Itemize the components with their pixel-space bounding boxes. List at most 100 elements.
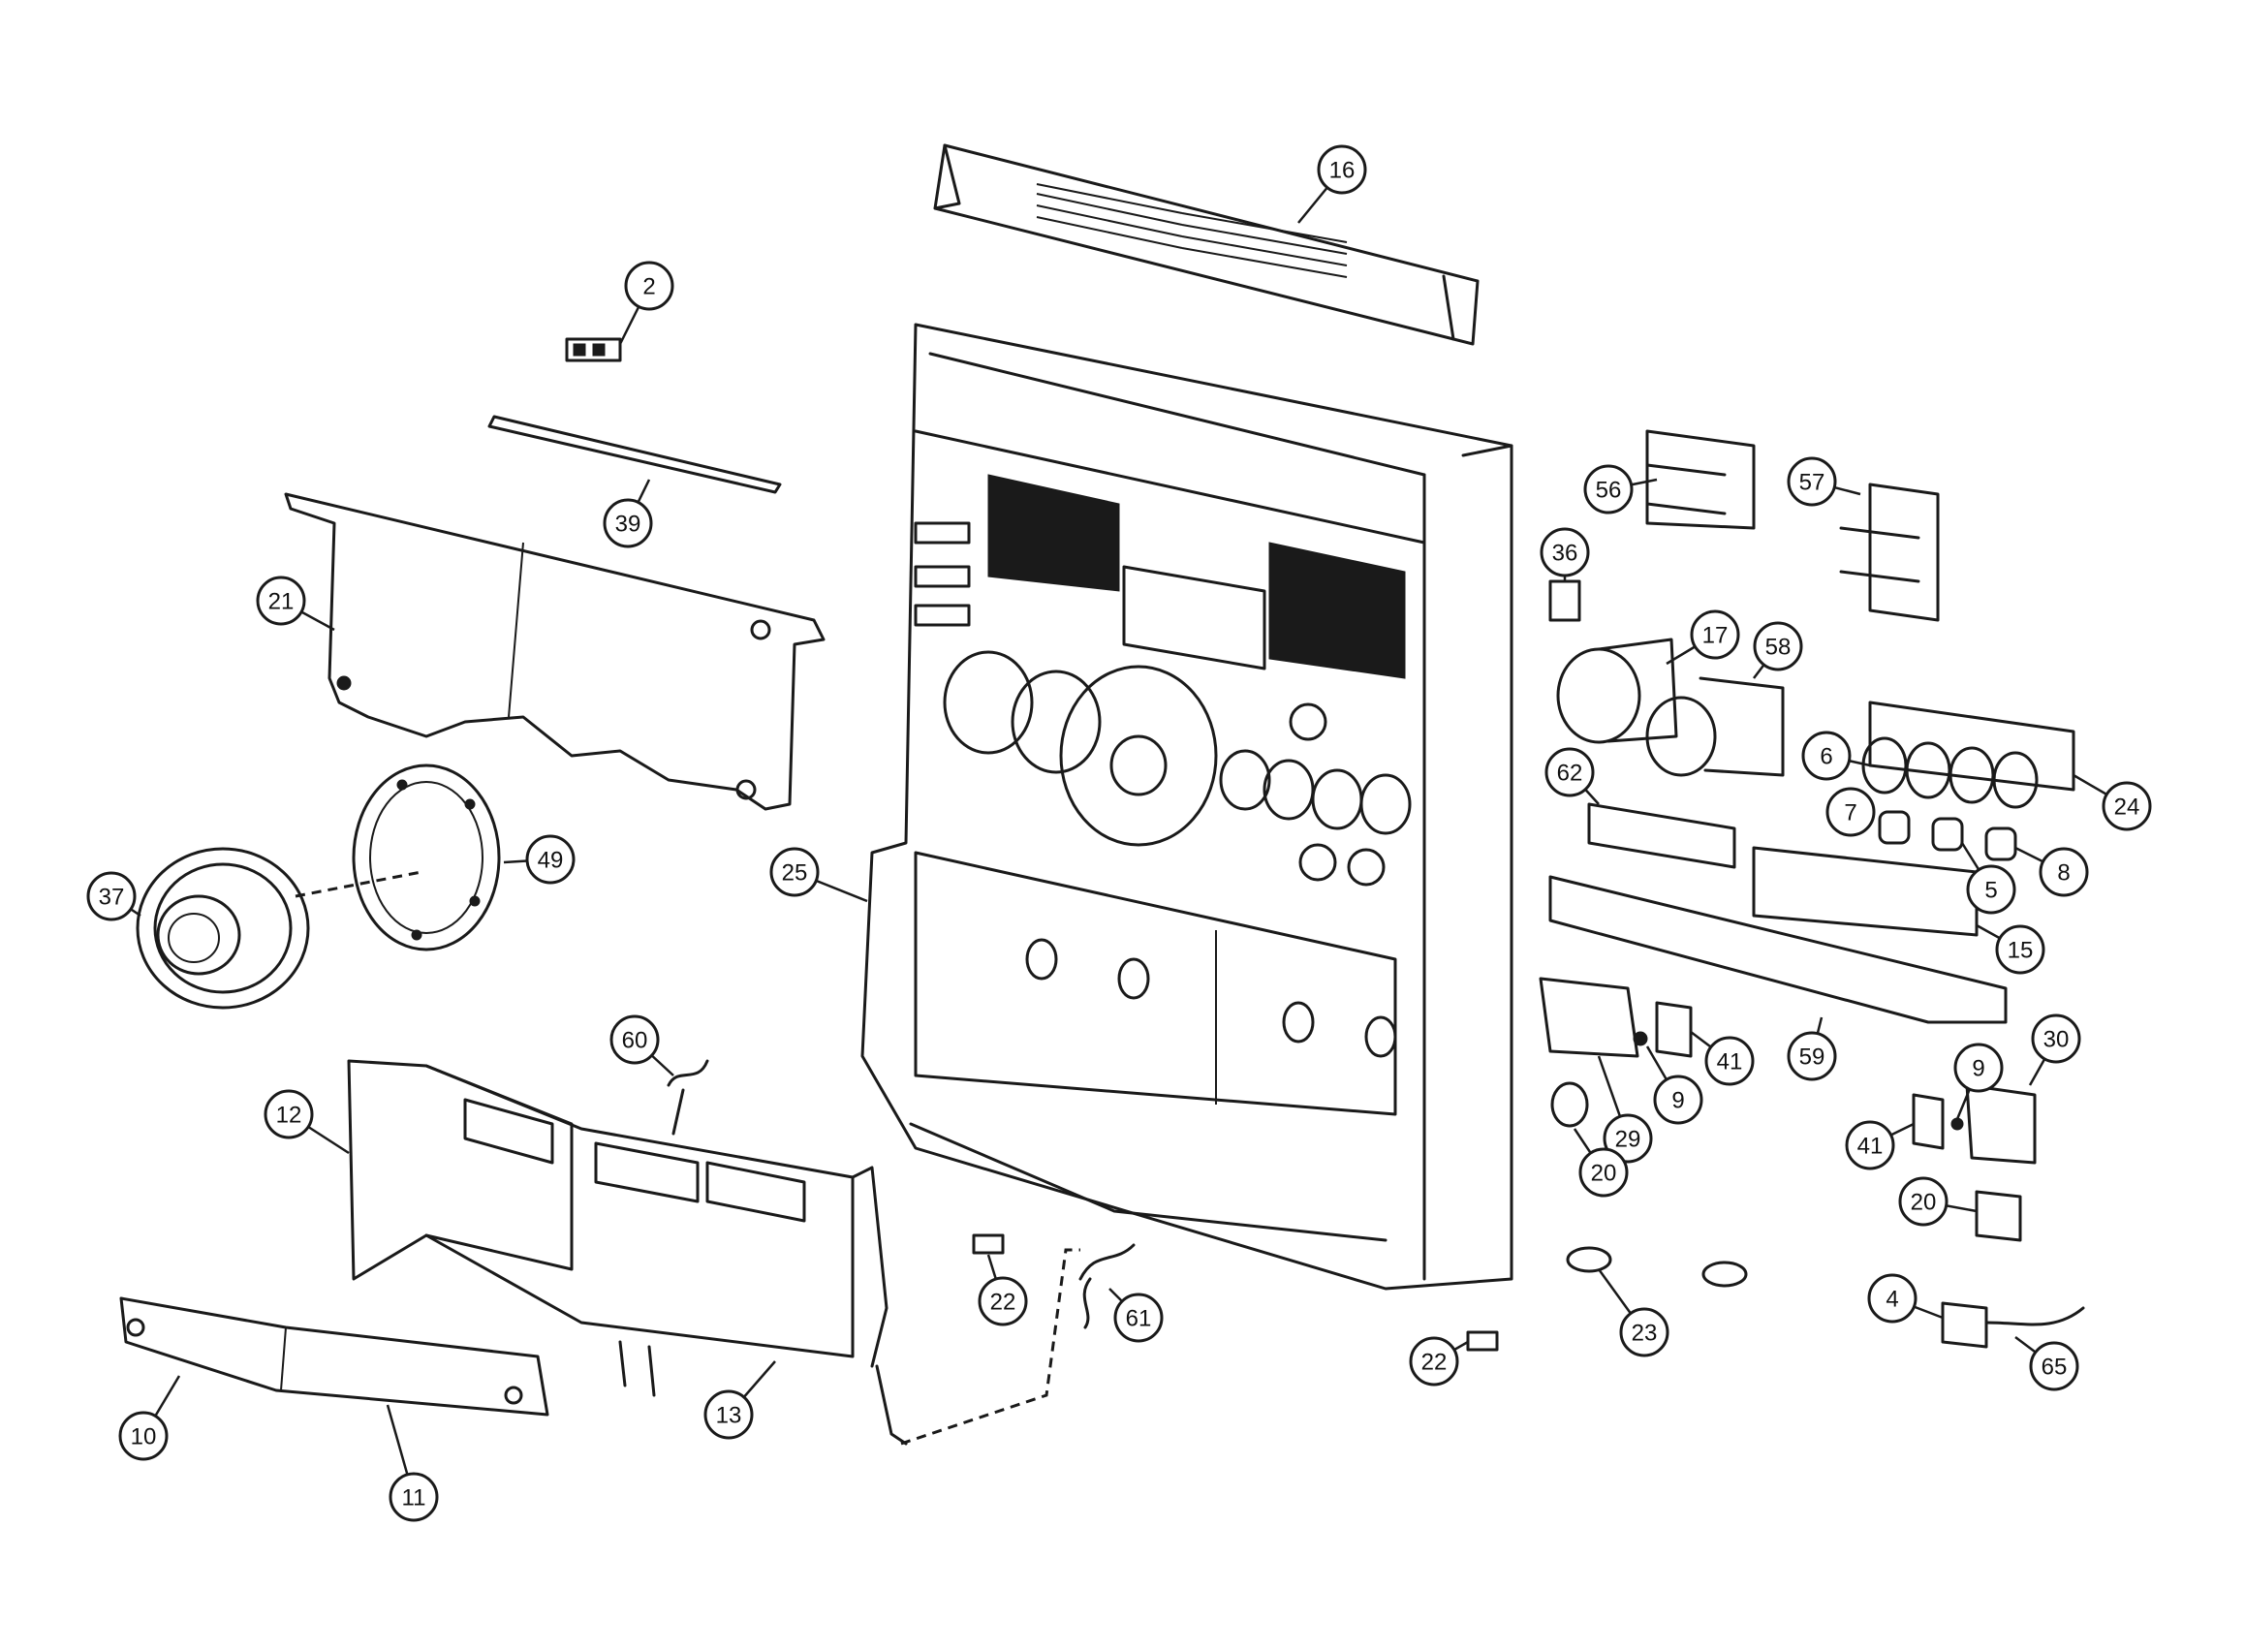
callout-56: 56 bbox=[1583, 464, 1658, 514]
callout-9: 9 bbox=[1645, 1045, 1703, 1125]
part-board-30 bbox=[1965, 1083, 2037, 1165]
part-disc-23b bbox=[1701, 1261, 1748, 1288]
callout-circle bbox=[2039, 847, 2089, 897]
part-bracket-41b bbox=[1912, 1093, 1945, 1150]
callout-circle bbox=[609, 1014, 660, 1065]
callout-circle bbox=[1753, 621, 1803, 671]
callout-number: 25 bbox=[782, 860, 808, 887]
callout-circle bbox=[1966, 864, 2016, 915]
callout-22: 22 bbox=[1409, 1336, 1469, 1387]
callout-circle bbox=[1544, 747, 1595, 797]
callout-circle bbox=[1653, 1075, 1703, 1125]
callout-7: 7 bbox=[1825, 787, 1876, 837]
part-bracket-41 bbox=[1655, 1001, 1693, 1058]
callout-circle bbox=[1113, 1293, 1164, 1343]
callout-number: 58 bbox=[1765, 635, 1792, 661]
part-jack-20b bbox=[1975, 1190, 2022, 1242]
callout-circle bbox=[1953, 1043, 2004, 1093]
callout-circle bbox=[2029, 1341, 2079, 1391]
callout-36: 36 bbox=[1540, 527, 1590, 581]
callout-number: 37 bbox=[99, 885, 125, 911]
callout-number: 24 bbox=[2114, 795, 2140, 821]
part-knob-ring bbox=[352, 764, 501, 951]
callout-58: 58 bbox=[1753, 621, 1803, 679]
callout-number: 29 bbox=[1615, 1127, 1641, 1153]
assembly-guide-line-2 bbox=[900, 1248, 1080, 1446]
callout-circle bbox=[1690, 609, 1740, 660]
callout-circle bbox=[1995, 924, 2045, 975]
callout-59: 59 bbox=[1787, 1016, 1837, 1081]
callout-circle bbox=[1583, 464, 1634, 514]
callout-41: 41 bbox=[1845, 1120, 1915, 1170]
part-foot-22 bbox=[972, 1233, 1005, 1255]
callout-number: 59 bbox=[1799, 1044, 1825, 1071]
part-cap-7b bbox=[1878, 810, 1911, 845]
part-spring-60 bbox=[667, 1059, 709, 1136]
callout-circle bbox=[86, 871, 137, 921]
callout-number: 60 bbox=[622, 1028, 648, 1054]
callout-number: 22 bbox=[990, 1290, 1016, 1316]
callout-number: 9 bbox=[1671, 1088, 1684, 1114]
callout-11: 11 bbox=[386, 1404, 439, 1522]
part-rail-59 bbox=[1548, 875, 2008, 1024]
callout-number: 13 bbox=[716, 1403, 742, 1429]
callout-number: 23 bbox=[1632, 1321, 1658, 1347]
callout-circle bbox=[603, 498, 653, 548]
callout-17: 17 bbox=[1666, 609, 1740, 666]
part-cap-5 bbox=[1931, 817, 1964, 852]
callout-number: 11 bbox=[402, 1485, 426, 1512]
callout-29: 29 bbox=[1597, 1055, 1653, 1164]
part-switch-4 bbox=[1941, 1301, 2085, 1349]
part-holder-29 bbox=[1539, 977, 1639, 1058]
callout-65: 65 bbox=[2014, 1336, 2079, 1391]
callout-12: 12 bbox=[264, 1089, 350, 1155]
callout-20: 20 bbox=[1898, 1176, 1978, 1227]
callout-number: 56 bbox=[1596, 478, 1622, 504]
callout-circle bbox=[1578, 1147, 1629, 1198]
assembly-guide-line bbox=[295, 870, 422, 898]
callout-60: 60 bbox=[609, 1014, 674, 1076]
callout-circle bbox=[1787, 456, 1837, 507]
callout-circle bbox=[256, 576, 306, 626]
callout-number: 12 bbox=[276, 1103, 302, 1129]
callout-6: 6 bbox=[1801, 731, 1871, 781]
callout-8: 8 bbox=[2014, 846, 2089, 897]
part-dial-17 bbox=[1556, 638, 1678, 744]
part-screw-9 bbox=[1633, 1031, 1648, 1046]
callout-number: 41 bbox=[1717, 1049, 1743, 1075]
part-jack-20 bbox=[1550, 1081, 1589, 1128]
callout-61: 61 bbox=[1108, 1288, 1164, 1343]
callout-5: 5 bbox=[1960, 842, 2016, 915]
callout-circle bbox=[1317, 144, 1367, 195]
part-bracket-56 bbox=[1645, 429, 1756, 530]
callout-number: 6 bbox=[1820, 744, 1832, 770]
callout-9: 9 bbox=[1953, 1043, 2004, 1120]
callout-number: 49 bbox=[538, 848, 564, 874]
part-door-12 bbox=[347, 1059, 574, 1281]
callout-30: 30 bbox=[2028, 1013, 2081, 1086]
callout-13: 13 bbox=[703, 1360, 776, 1440]
callout-41: 41 bbox=[1690, 1031, 1755, 1086]
part-cap-8 bbox=[1984, 826, 2017, 861]
callout-number: 20 bbox=[1911, 1190, 1937, 1216]
callout-number: 9 bbox=[1972, 1056, 1984, 1082]
callout-number: 65 bbox=[2042, 1355, 2068, 1381]
callout-circle bbox=[525, 834, 576, 885]
callout-21: 21 bbox=[256, 576, 335, 632]
callout-22: 22 bbox=[978, 1254, 1028, 1326]
callout-number: 15 bbox=[2008, 938, 2034, 964]
callout-number: 36 bbox=[1552, 541, 1578, 567]
part-inner-panel bbox=[284, 492, 826, 811]
callout-number: 7 bbox=[1844, 800, 1856, 826]
callout-circle bbox=[624, 261, 674, 311]
callout-circle bbox=[1787, 1031, 1837, 1081]
callout-circle bbox=[703, 1389, 754, 1440]
callout-4: 4 bbox=[1867, 1273, 1944, 1324]
callout-circle bbox=[1704, 1036, 1755, 1086]
callout-circle bbox=[1540, 527, 1590, 577]
callout-circle bbox=[264, 1089, 314, 1139]
callout-37: 37 bbox=[86, 871, 141, 921]
callout-number: 41 bbox=[1857, 1134, 1884, 1160]
